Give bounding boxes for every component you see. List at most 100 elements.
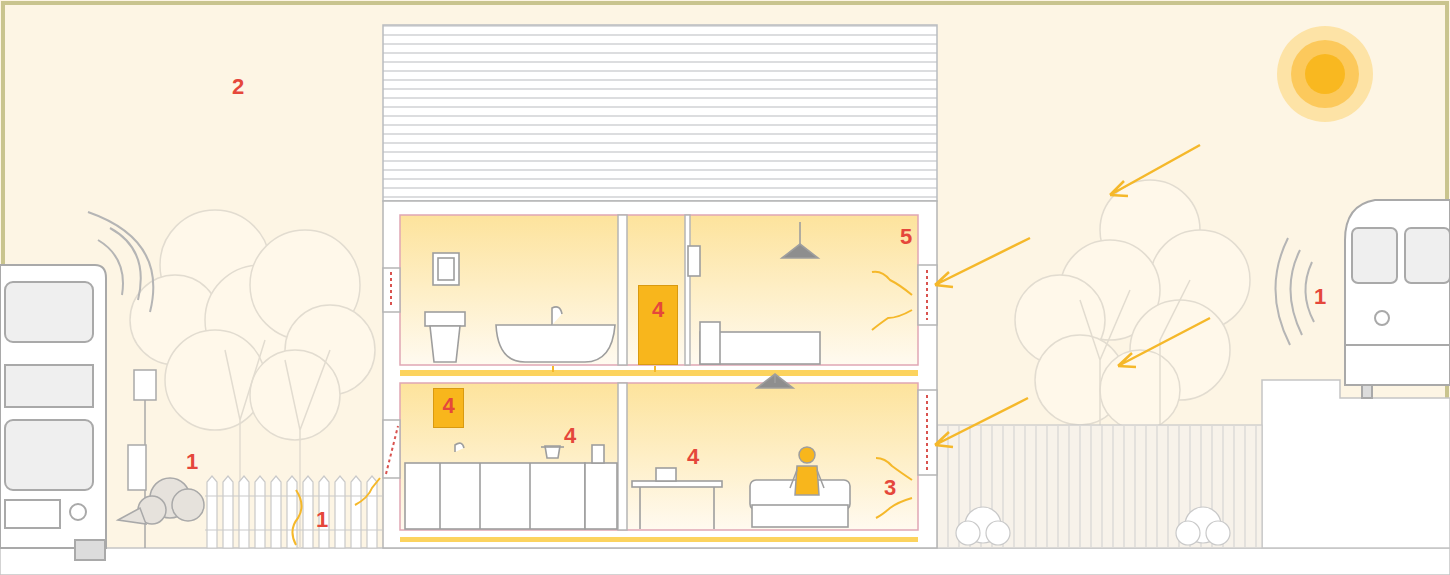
house-walls-part — [400, 215, 918, 365]
tree — [130, 210, 375, 548]
fence-slats-part — [1069, 426, 1070, 547]
roof — [383, 25, 937, 201]
exhaust-cloud-part — [172, 489, 204, 521]
heat-wave-part — [654, 366, 656, 372]
callout-number: 4 — [564, 424, 576, 448]
sound-waves-part — [98, 240, 123, 295]
tree-part — [225, 340, 330, 548]
heat-wave-part — [355, 478, 380, 505]
bus-part — [5, 282, 93, 342]
sound-waves-part — [110, 228, 141, 300]
fence-slats-part — [1080, 426, 1081, 547]
picket-fence-part — [255, 476, 265, 548]
shrub-part — [986, 521, 1010, 545]
bus — [0, 265, 106, 560]
shrub-part — [956, 521, 980, 545]
train-part — [1362, 385, 1372, 398]
house-walls-part — [685, 215, 690, 365]
train-part — [1345, 200, 1450, 385]
heat-wave-part — [872, 310, 912, 330]
furniture-part — [541, 446, 564, 448]
fence-slats-part — [1245, 426, 1246, 547]
house-walls-part — [400, 383, 918, 530]
bus-stop-part — [128, 445, 146, 490]
person-part — [790, 470, 824, 488]
fence-slats-part — [1102, 426, 1103, 547]
fence-slats-part — [1135, 426, 1136, 547]
sunlight-arrow-part — [1118, 318, 1210, 367]
bus-part — [0, 265, 106, 548]
furniture-part — [688, 246, 700, 276]
furniture-part — [757, 374, 793, 388]
tree-part — [250, 350, 340, 440]
furniture-part — [439, 463, 441, 529]
train — [1345, 200, 1450, 398]
floor-insulation-part — [400, 537, 918, 542]
bus-part — [5, 420, 93, 490]
furniture-part — [700, 322, 720, 364]
sun-part — [1277, 26, 1373, 122]
fence-slats-part — [1025, 426, 1026, 547]
window-part — [918, 265, 937, 325]
tree-part — [1080, 280, 1190, 430]
picket-fence-part — [207, 476, 217, 548]
frame — [3, 3, 1447, 572]
furniture-part — [639, 487, 641, 529]
sun-part — [1291, 40, 1359, 108]
house-walls — [383, 201, 937, 548]
tree — [1015, 180, 1250, 430]
house-walls-part — [618, 383, 627, 530]
window-glazing — [386, 270, 927, 474]
fence-slats-part — [1256, 426, 1257, 547]
furniture-part — [656, 468, 676, 481]
picket-fence-part — [271, 476, 281, 548]
window-glazing-part — [926, 395, 928, 470]
fence-slats-part — [1091, 426, 1092, 547]
furniture-part — [438, 258, 454, 280]
callout-number: 2 — [232, 75, 244, 99]
heat-wave-part — [292, 490, 301, 545]
picket-fence-part — [223, 476, 233, 548]
heat-wave-part — [552, 366, 554, 372]
furniture-part — [552, 307, 562, 325]
furniture-part — [632, 481, 722, 487]
picket-fence-part — [335, 476, 345, 548]
furniture-part — [774, 374, 776, 383]
furniture-part — [529, 463, 531, 529]
fence — [937, 425, 1262, 548]
sun — [1277, 26, 1373, 122]
fence-slats-part — [1234, 426, 1235, 547]
shrub — [956, 507, 1230, 545]
sound-waves-part — [88, 212, 153, 312]
furniture-part — [433, 253, 459, 285]
fence-slats-part — [1168, 426, 1169, 547]
fence-slats-part — [1157, 426, 1158, 547]
furniture-part — [479, 463, 481, 529]
person-part — [799, 447, 815, 463]
train-part — [1375, 311, 1389, 325]
callout-number: 4 — [687, 445, 699, 469]
fence-slats-part — [1124, 426, 1125, 547]
sun-part — [1305, 54, 1345, 94]
roof-part — [383, 25, 937, 201]
ground-part — [0, 548, 1450, 575]
callout-number: 3 — [884, 476, 896, 500]
picket-fence-part — [303, 476, 313, 548]
furniture-part — [752, 505, 848, 527]
callout-number: 4 — [652, 298, 664, 322]
ground-part — [1262, 380, 1450, 548]
sunlight-arrow — [935, 145, 1210, 447]
boiler: 4 — [433, 388, 464, 428]
person-part — [795, 466, 819, 495]
callout-number: 1 — [1314, 285, 1326, 309]
furniture-part — [585, 463, 617, 529]
bus-part — [5, 500, 60, 528]
fence-slats-part — [948, 426, 949, 547]
window-glazing-part — [386, 426, 398, 474]
floor-insulation — [400, 370, 918, 542]
furniture-part — [455, 443, 464, 452]
bus-part — [5, 365, 93, 407]
window-glazing-part — [926, 270, 928, 320]
